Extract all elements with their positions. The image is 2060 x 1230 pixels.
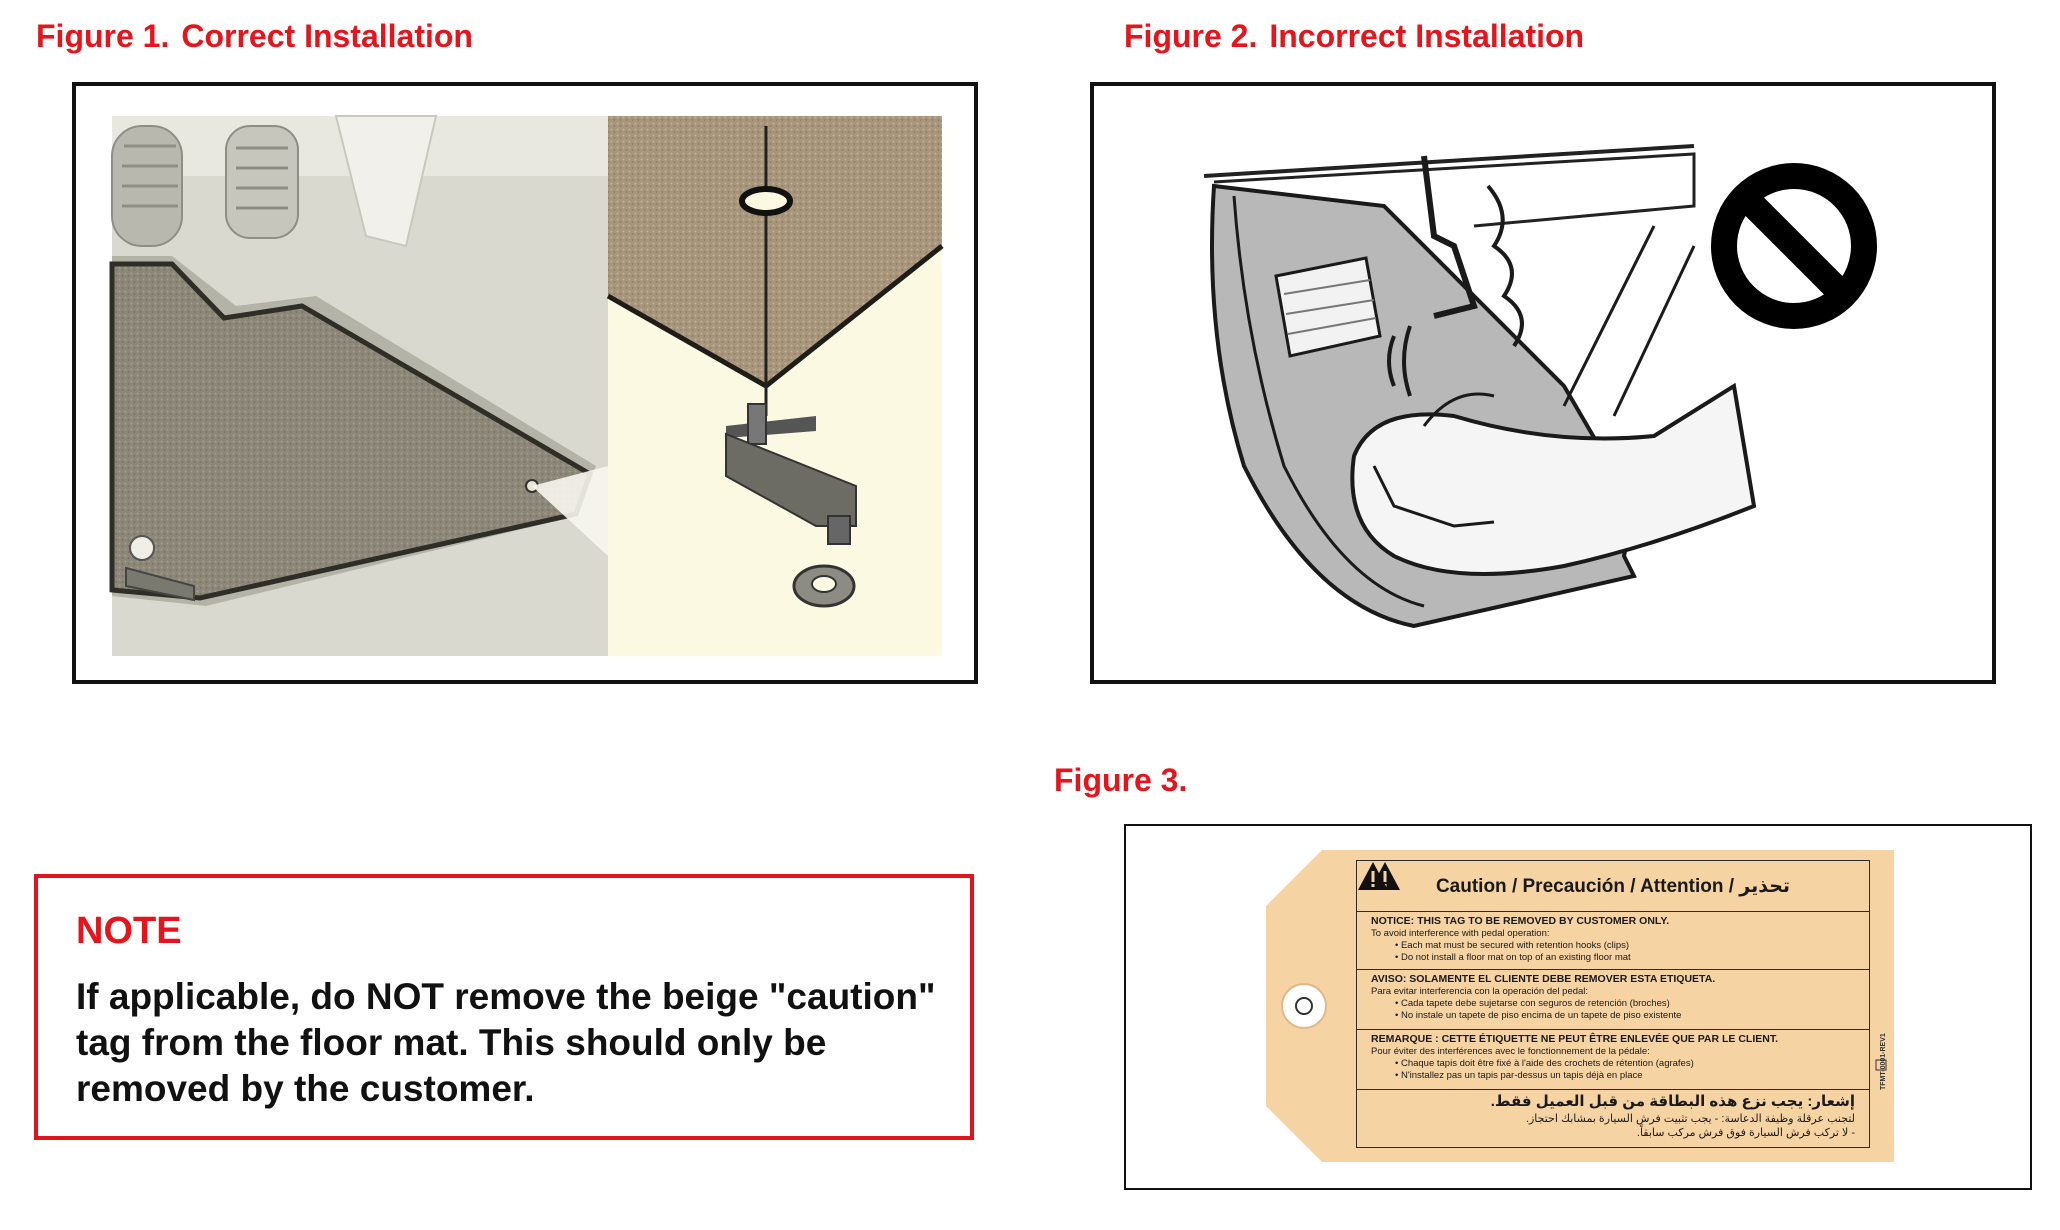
figure-2-number: Figure 2.	[1124, 18, 1258, 54]
accelerator-pedal	[1274, 155, 1478, 358]
tag-section-spanish: AVISO: SOLAMENTE EL CLIENTE DEBE REMOVER…	[1357, 969, 1869, 1029]
tag-section-intro: Para evitar interferencia con la operaci…	[1371, 986, 1589, 997]
tag-section-english: NOTICE: THIS TAG TO BE REMOVED BY CUSTOM…	[1357, 911, 1869, 969]
tag-section-arabic: إشعار: يجب نزع هذه البطاقة من قبل العميل…	[1357, 1089, 1869, 1147]
figure-2-title: Figure 2. Incorrect Installation	[1124, 20, 1584, 52]
vibration-mark	[1486, 184, 1524, 348]
tag-section-heading: AVISO: SOLAMENTE EL CLIENTE DEBE REMOVER…	[1371, 973, 1716, 985]
tag-section-heading: إشعار: يجب نزع هذه البطاقة من قبل العميل…	[1490, 1093, 1855, 1110]
figure-3-number: Figure 3.	[1054, 762, 1188, 798]
caution-tag: Caution / Precaución / Attention / تحذير…	[1266, 850, 1922, 1162]
floor-panel	[109, 115, 608, 656]
motion-mark	[1402, 325, 1412, 397]
tag-section-heading: NOTICE: THIS TAG TO BE REMOVED BY CUSTOM…	[1371, 915, 1670, 927]
figure-1-title: Figure 1. Correct Installation	[36, 20, 473, 52]
detail-panel	[606, 116, 944, 656]
retention-hook-bottom	[125, 535, 195, 602]
warning-icon	[1358, 862, 1388, 890]
tag-section-intro: Pour éviter des interférences avec le fo…	[1371, 1046, 1650, 1057]
tag-section-bullet: No instale un tapete de piso encima de u…	[1371, 1010, 1855, 1022]
tag-section-intro: To avoid interference with pedal operati…	[1371, 928, 1550, 939]
figure-1-frame	[72, 82, 978, 684]
tag-header: Caution / Precaución / Attention / تحذير	[1357, 861, 1869, 911]
pedal-left	[111, 125, 183, 247]
shoe	[1350, 382, 1757, 576]
tag-section-heading: REMARQUE : CETTE ÉTIQUETTE NE PEUT ÊTRE …	[1371, 1033, 1779, 1045]
washer-top	[739, 186, 793, 216]
prohibited-icon	[1711, 163, 1877, 329]
tag-code: TFMT-0001-REV1	[1880, 1033, 1887, 1090]
incorrect-installation-illustration	[1203, 144, 1877, 629]
pedal-right	[225, 125, 299, 239]
retention-hook-clip	[725, 403, 857, 545]
tag-text-panel: Caution / Precaución / Attention / تحذير…	[1356, 860, 1870, 1148]
figure-1-caption: Correct Installation	[181, 18, 473, 54]
tag-header-text: Caution / Precaución / Attention / تحذير	[1435, 876, 1791, 897]
figure-3-title: Figure 3.	[1054, 764, 1199, 796]
note-body: If applicable, do NOT remove the beige "…	[76, 976, 936, 1109]
figure-2-caption: Incorrect Installation	[1269, 18, 1585, 54]
tag-section-bullet: N'installez pas un tapis par-dessus un t…	[1371, 1070, 1855, 1082]
tag-section-bullet: Each mat must be secured with retention …	[1371, 940, 1855, 952]
motion-mark	[1387, 335, 1396, 387]
correct-installation-illustration	[109, 115, 944, 656]
figure-2-frame	[1090, 82, 1996, 684]
tag-section-bullet: Cada tapete debe sujetarse con seguros d…	[1371, 998, 1855, 1010]
tag-section-bullet: Do not install a floor mat on top of an …	[1371, 952, 1855, 964]
tag-section-bullet: Chaque tapis doit être fixé à l'aide des…	[1371, 1058, 1855, 1070]
note-title: NOTE	[76, 910, 182, 952]
tag-section-line: لتجنب عرقلة وظيفة الدعاسة: - يجب تثبيت ف…	[1525, 1113, 1855, 1125]
tag-section-french: REMARQUE : CETTE ÉTIQUETTE NE PEUT ÊTRE …	[1357, 1029, 1869, 1089]
tag-section-line: - لا تركب فرش السيارة فوق فرش مركب سابقا…	[1636, 1127, 1855, 1139]
figure-3-frame: Caution / Precaución / Attention / تحذير…	[1124, 824, 2032, 1190]
figure-1-number: Figure 1.	[36, 18, 170, 54]
note-box: NOTE If applicable, do NOT remove the be…	[34, 874, 974, 1140]
